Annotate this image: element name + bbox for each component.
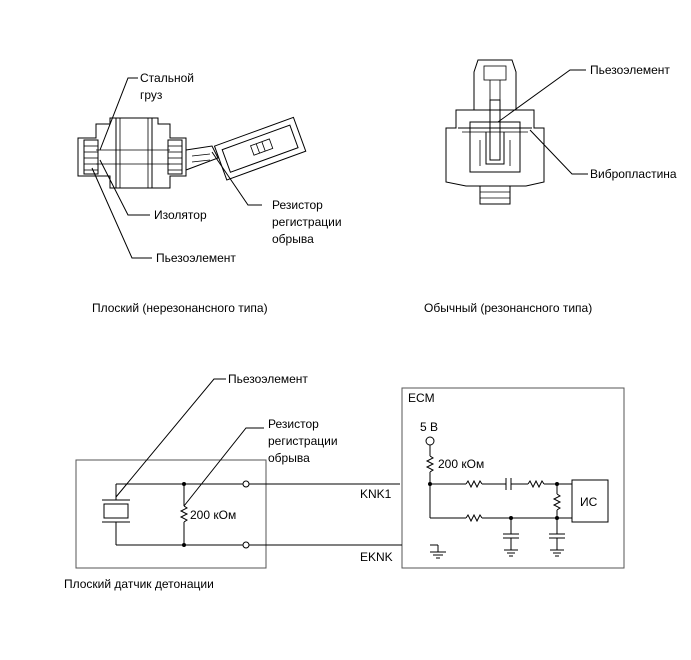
piezo-element-symbol xyxy=(102,484,130,545)
sensor-resistor xyxy=(179,484,189,545)
terminal-eknk: EKNK xyxy=(360,550,393,564)
label-piezo-conventional: Пьезоэлемент xyxy=(590,63,670,77)
shunt-resistor xyxy=(552,493,562,511)
caption-flat-sensor: Плоский (нерезонансного типа) xyxy=(92,301,268,315)
caption-conventional-sensor: Обычный (резонансного типа) xyxy=(424,301,592,315)
label-steel-weight-line1: Стальной xyxy=(140,71,194,85)
pullup-resistor xyxy=(425,455,435,473)
ecm-label: ECM xyxy=(408,391,435,405)
terminal-connector xyxy=(242,480,250,488)
series-resistor-3 xyxy=(465,513,483,523)
label-resistor-line1: Резистор xyxy=(272,198,323,212)
sensor-resistor-value: 200 кОм xyxy=(190,508,236,522)
label-insulator: Изолятор xyxy=(154,208,207,222)
label-steel-weight-line2: груз xyxy=(140,88,163,102)
ic-block xyxy=(571,479,609,523)
terminal-knk1: KNK1 xyxy=(360,487,392,501)
series-resistor-2 xyxy=(527,479,545,489)
label-resistor-line3: обрыва xyxy=(272,232,314,246)
series-resistor-1 xyxy=(465,479,483,489)
label-vibration-plate: Вибропластина xyxy=(590,167,677,181)
terminal-connector xyxy=(242,541,250,549)
label-piezo-circuit: Пьезоэлемент xyxy=(228,372,308,386)
label-resistor-circuit-line3: обрыва xyxy=(268,451,310,465)
conventional-sensor-drawing xyxy=(445,59,588,205)
label-resistor-circuit-line1: Резистор xyxy=(268,417,319,431)
sensor-box xyxy=(75,459,267,569)
label-piezo-flat: Пьезоэлемент xyxy=(156,251,236,265)
flat-sensor-drawing xyxy=(77,77,307,259)
supply-node-icon xyxy=(425,436,435,446)
ic-label: ИС xyxy=(580,495,598,509)
label-resistor-circuit-line2: регистрации xyxy=(268,434,338,448)
ecm-box xyxy=(401,387,625,569)
pullup-value: 200 кОм xyxy=(438,457,484,471)
caption-flat-knock-sensor: Плоский датчик детонации xyxy=(64,577,214,591)
label-resistor-line2: регистрации xyxy=(272,215,342,229)
supply-voltage: 5 В xyxy=(420,420,438,434)
